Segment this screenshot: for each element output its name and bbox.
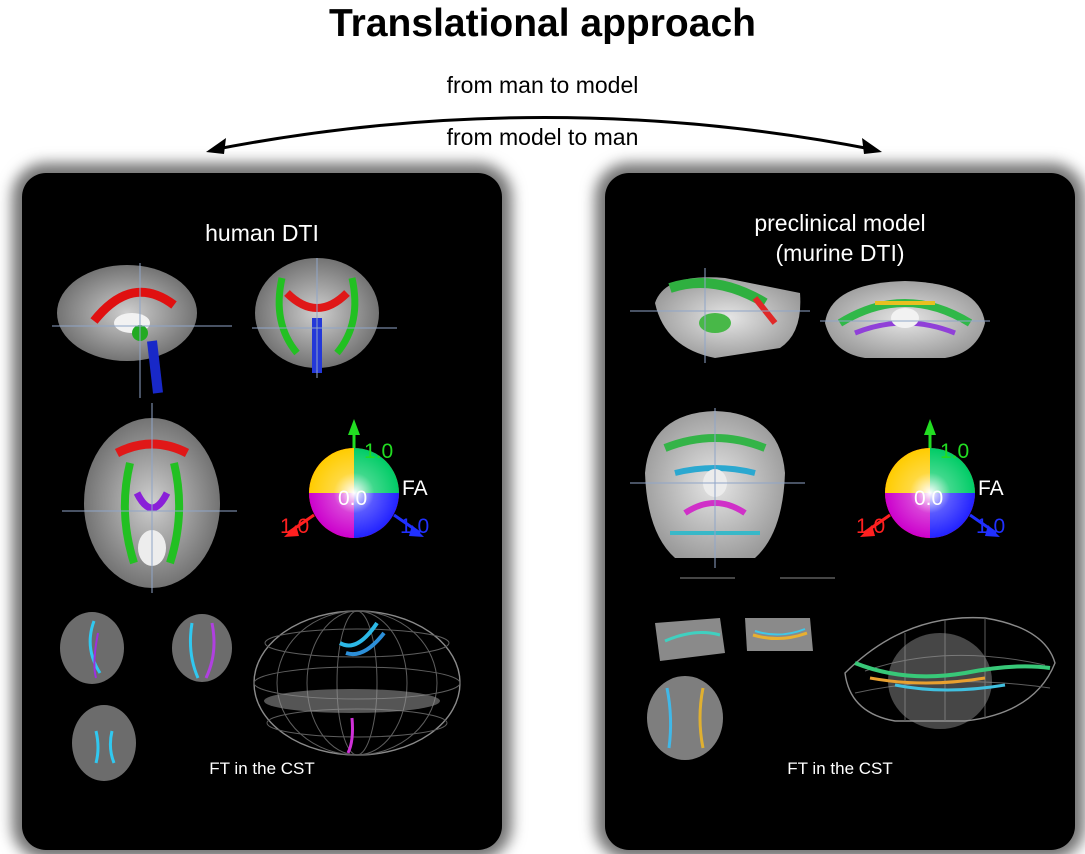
human-panel-title: human DTI: [205, 220, 319, 246]
human-dti-panel: human DTI: [22, 173, 502, 850]
wheel-green-value: 1.0: [364, 440, 393, 463]
murine-dti-images: 1.0 0.0 FA 1.0 1.0: [630, 268, 1056, 760]
wheel-blue-value: 1.0: [400, 515, 429, 538]
wheel-blue-value: 1.0: [976, 515, 1005, 538]
murine-dti-panel: preclinical model (murine DTI): [605, 173, 1075, 850]
fa-color-wheel: 1.0 0.0 FA 1.0 1.0: [856, 419, 1005, 538]
murine-ft-small-views: [647, 618, 813, 760]
caption-model-to-man: from model to man: [446, 124, 639, 150]
wheel-green-value: 1.0: [940, 440, 969, 463]
figure-title: Translational approach: [329, 2, 756, 45]
fa-color-wheel: 1.0 0.0 FA 1.0 1.0: [280, 419, 429, 538]
human-coronal-slice: [252, 258, 397, 378]
wheel-fa-label: FA: [402, 477, 428, 500]
wheel-center-value: 0.0: [914, 487, 943, 510]
murine-sagittal-slice: [630, 268, 810, 363]
bidirectional-arrow: [206, 116, 882, 154]
murine-ft-caption: FT in the CST: [787, 759, 893, 778]
wheel-fa-label: FA: [978, 477, 1004, 500]
model-panel-title-line2: (murine DTI): [775, 240, 905, 266]
caption-man-to-model: from man to model: [446, 72, 639, 98]
human-wireframe-brain: [253, 610, 461, 756]
human-ft-caption: FT in the CST: [209, 759, 315, 778]
murine-wireframe-brain: [844, 616, 1056, 729]
murine-coronal-slice: [820, 281, 990, 358]
human-ft-small-views: [60, 612, 232, 781]
murine-axial-slice: [630, 408, 835, 579]
human-sagittal-slice: [52, 263, 232, 398]
human-axial-slice: [62, 403, 237, 593]
wheel-center-value: 0.0: [338, 487, 367, 510]
model-panel-title-line1: preclinical model: [754, 210, 926, 236]
wheel-red-value: 1.0: [856, 515, 885, 538]
wheel-red-value: 1.0: [280, 515, 309, 538]
human-dti-images: 1.0 0.0 FA 1.0 1.0: [52, 258, 461, 781]
